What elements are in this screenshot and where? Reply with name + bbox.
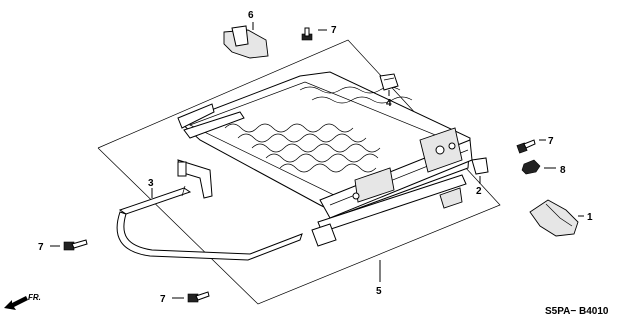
callout-7-top: 7 [331,25,337,36]
part-6-bracket [223,25,269,59]
callout-8: 8 [560,165,566,176]
leader-lines [50,22,584,299]
callout-4: 4 [386,98,392,109]
seat-frame-assembly [177,71,473,247]
front-direction-arrow-icon [4,296,28,310]
callout-7-bottom: 7 [160,294,166,305]
callout-7-left: 7 [38,242,44,253]
part-2-clip [471,157,489,175]
callout-1: 1 [587,212,593,223]
part-4-clip [379,73,399,91]
callout-3: 3 [148,178,154,189]
bolt-7-left [63,239,88,251]
callout-7-right: 7 [548,136,554,147]
callout-5: 5 [376,286,382,297]
callout-2: 2 [476,186,482,197]
bolt-7-right [516,139,536,154]
bolt-7-top [301,27,313,41]
part-3-lever [116,185,303,261]
callout-6: 6 [248,10,254,21]
part-1-cover [529,199,579,237]
front-direction-label: FR. [28,293,41,302]
diagram-code: S5PA− B4010 [545,306,609,317]
bolt-7-bottom [187,291,210,303]
nut-8 [521,159,541,175]
